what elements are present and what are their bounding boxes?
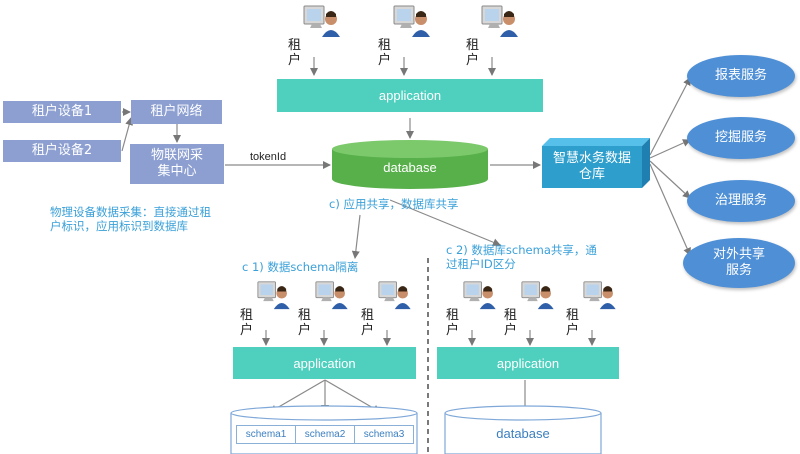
tenant-label: 租户: [466, 38, 480, 68]
iot-collection-center: 物联网采集中心: [130, 144, 224, 184]
tenant-group-top-3: 租户: [466, 4, 518, 68]
schema-cell-3: schema3: [354, 425, 414, 444]
data-warehouse-label: 智慧水务数据仓库: [552, 151, 631, 182]
shared-database-label: database: [496, 425, 550, 441]
tenant-label: 租户: [446, 308, 460, 338]
user-computer-icon: [254, 280, 290, 314]
tenant-label: 租户: [566, 308, 580, 338]
tenant-group-top-2: 租户: [378, 4, 430, 68]
schema-cell-2: schema2: [295, 425, 355, 444]
schema-cell-1: schema1: [236, 425, 296, 444]
shared-database-cylinder: database: [444, 405, 602, 454]
tenant-group-left-1: 租户: [240, 280, 290, 338]
note-schema-isolation: c 1) 数据schema隔离: [242, 260, 359, 274]
tenant-device-2: 租户设备2: [3, 140, 121, 162]
user-computer-icon: [390, 4, 430, 42]
user-computer-icon: [478, 4, 518, 42]
service-mining: 挖掘服务: [687, 117, 795, 159]
service-governance: 治理服务: [687, 180, 795, 222]
tenant-label: 租户: [361, 308, 375, 338]
data-warehouse: 智慧水务数据仓库: [542, 138, 650, 188]
tenant-label: 租户: [504, 308, 518, 338]
service-report: 报表服务: [687, 55, 795, 97]
tenant-group-left-2: 租户: [298, 280, 348, 338]
schema-database-cylinder: schema1 schema2 schema3: [230, 405, 418, 454]
user-computer-icon: [518, 280, 554, 314]
database-cylinder-top: database: [331, 139, 489, 191]
service-external-share: 对外共享服务: [683, 238, 795, 288]
tenant-label: 租户: [378, 38, 392, 68]
user-computer-icon: [300, 4, 340, 42]
application-bar-right: application: [437, 347, 619, 379]
database-label: database: [383, 159, 437, 175]
user-computer-icon: [375, 280, 411, 314]
tenant-group-left-3: 租户: [361, 280, 411, 338]
tenant-label: 租户: [288, 38, 302, 68]
tenant-network: 租户网络: [131, 100, 222, 124]
tenant-group-right-1: 租户: [446, 280, 496, 338]
user-computer-icon: [580, 280, 616, 314]
tenant-group-top-1: 租户: [288, 4, 340, 68]
application-bar-left: application: [233, 347, 416, 379]
tenant-label: 租户: [298, 308, 312, 338]
tenant-device-1: 租户设备1: [3, 101, 121, 123]
note-schema-shared: c 2) 数据库schema共享，通过租户ID区分: [446, 243, 597, 271]
collection-note: 物理设备数据采集：直接通过租户标识，应用标识到数据库: [50, 205, 211, 233]
tenant-group-right-3: 租户: [566, 280, 616, 338]
user-computer-icon: [312, 280, 348, 314]
tenant-label: 租户: [240, 308, 254, 338]
user-computer-icon: [460, 280, 496, 314]
note-shared: c) 应用共享，数据库共享: [329, 197, 459, 211]
token-label: tokenId: [250, 151, 287, 163]
application-bar-top: application: [277, 79, 543, 112]
tenant-group-right-2: 租户: [504, 280, 554, 338]
